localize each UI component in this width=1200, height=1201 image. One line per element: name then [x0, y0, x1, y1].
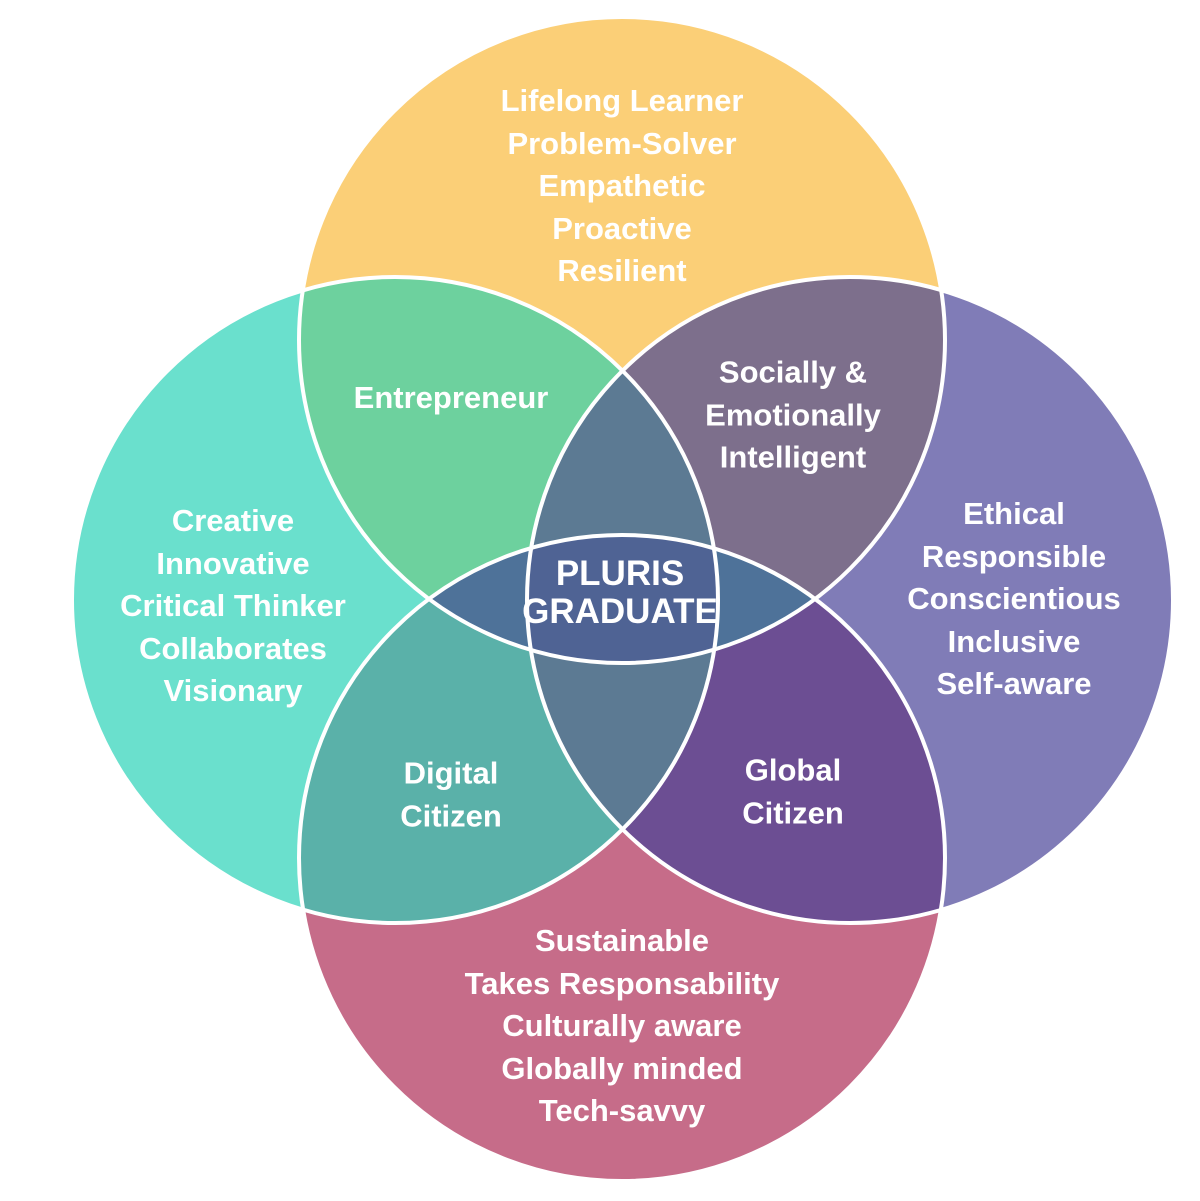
right-item: Ethical	[963, 495, 1065, 531]
top-item: Proactive	[552, 210, 692, 246]
left-item: Critical Thinker	[120, 587, 346, 623]
bottom-item: Takes Responsability	[464, 965, 780, 1001]
top-right-item: Intelligent	[719, 439, 867, 475]
left-item: Visionary	[163, 672, 303, 708]
bottom-left-item: Citizen	[400, 798, 502, 833]
center-label: PLURIS GRADUATE	[522, 555, 718, 631]
top-right-item: Socially &	[718, 354, 868, 390]
left-item: Collaborates	[139, 630, 327, 666]
top-right-overlap-label: Socially & Emotionally Intelligent	[705, 351, 881, 479]
left-item: Innovative	[156, 545, 310, 581]
bottom-left-item: Digital	[403, 755, 499, 791]
right-circle-outline	[525, 275, 1175, 925]
right-item: Responsible	[921, 538, 1107, 574]
center-title-line: GRADUATE	[522, 592, 718, 631]
bottom-item: Globally minded	[501, 1050, 743, 1086]
top-right-item: Emotionally	[705, 396, 881, 432]
top-item: Resilient	[557, 252, 687, 288]
top-item: Lifelong Learner	[500, 82, 744, 118]
top-item: Problem-Solver	[507, 125, 737, 161]
right-item: Self-aware	[936, 665, 1092, 701]
top-circle-label: Lifelong Learner Problem-Solver Empathet…	[501, 80, 744, 293]
bottom-item: Culturally aware	[502, 1007, 742, 1043]
center-title-line: PLURIS	[555, 554, 685, 593]
bottom-circle-label: Sustainable Takes Responsability Cultura…	[465, 920, 780, 1133]
bottom-item: Tech-savvy	[538, 1092, 706, 1128]
bottom-right-overlap-label: Global Citizen	[742, 750, 844, 835]
right-item: Conscientious	[907, 580, 1121, 616]
top-circle-outline	[297, 15, 947, 665]
bottom-circle-outline	[297, 533, 947, 1183]
left-circle-label: Creative Innovative Critical Thinker Col…	[120, 500, 346, 713]
left-circle-outline	[70, 275, 720, 925]
bottom-right-item: Citizen	[742, 795, 844, 830]
top-left-overlap-label: Entrepreneur	[354, 377, 549, 420]
left-item: Creative	[171, 502, 295, 538]
bottom-right-item: Global	[744, 752, 842, 788]
top-item: Empathetic	[538, 167, 706, 203]
top-left-item: Entrepreneur	[353, 379, 549, 415]
bottom-item: Sustainable	[535, 922, 709, 958]
right-item: Inclusive	[947, 623, 1081, 659]
bottom-left-overlap-label: Digital Citizen	[400, 753, 502, 838]
right-circle-label: Ethical Responsible Conscientious Inclus…	[907, 493, 1121, 706]
